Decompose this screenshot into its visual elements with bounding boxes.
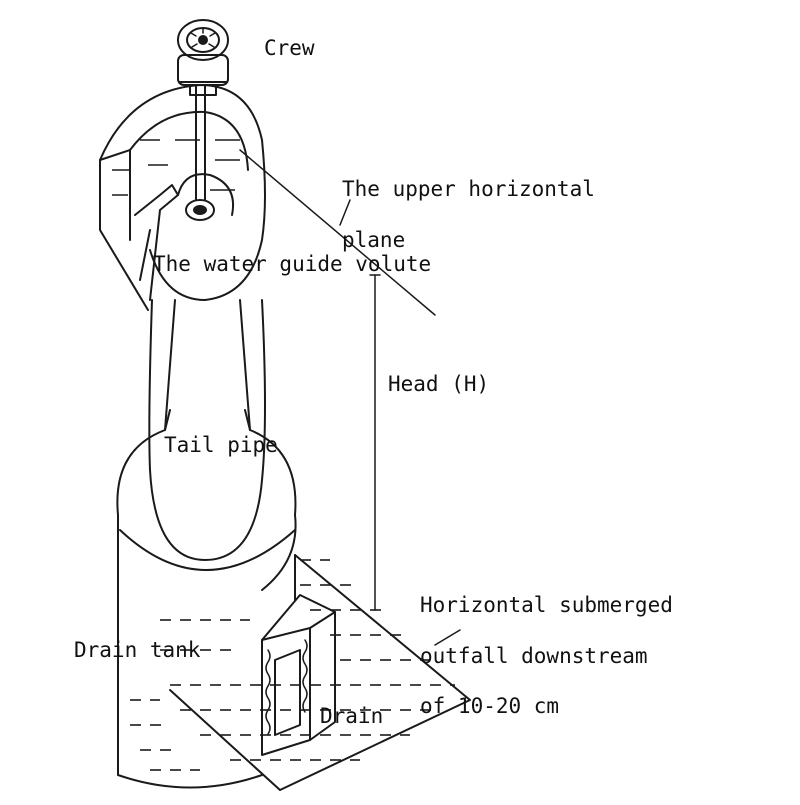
outfall-label-line3: of 10-20 cm bbox=[420, 694, 559, 718]
outfall-label-line1: Horizontal submerged bbox=[420, 593, 673, 617]
drain-tank-basin bbox=[169, 554, 471, 791]
tail-pipe-body bbox=[116, 299, 297, 789]
tail-pipe-label: Tail pipe bbox=[164, 433, 278, 457]
head-label: Head (H) bbox=[388, 372, 489, 396]
upper-plane-label-line1: The upper horizontal bbox=[342, 177, 595, 201]
outfall-label-line2: outfall downstream bbox=[420, 644, 648, 668]
water-guide-volute bbox=[99, 84, 266, 311]
volute-label: The water guide volute bbox=[153, 252, 431, 276]
drain-box bbox=[261, 594, 336, 756]
drain-tank-label: Drain tank bbox=[74, 638, 201, 662]
crew-icon bbox=[177, 19, 229, 96]
upper-plane-leader bbox=[339, 199, 351, 226]
turbine-shaft bbox=[195, 84, 206, 201]
drain-label: Drain bbox=[320, 704, 383, 728]
upper-plane-line bbox=[239, 149, 436, 316]
outfall-leader bbox=[434, 629, 461, 646]
drain-tank-water bbox=[130, 559, 455, 771]
upper-plane-label-line2: plane bbox=[342, 228, 405, 252]
crew-label: Crew bbox=[264, 36, 315, 60]
head-dimension bbox=[369, 274, 381, 611]
